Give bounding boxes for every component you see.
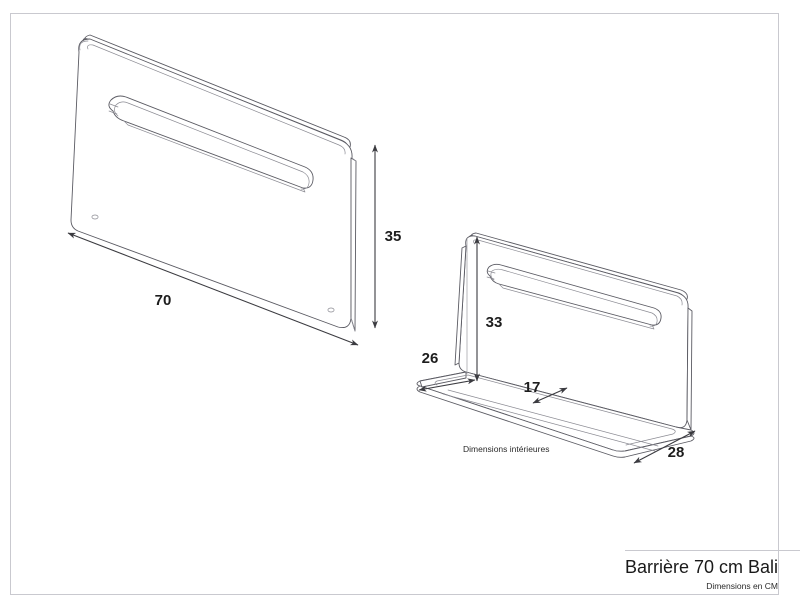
panel-inner-top-line: [87, 44, 346, 155]
handle-slot-rib-lower: [108, 110, 118, 115]
bracket-handle-slot-inner-wall: [490, 268, 658, 327]
dimension-line-26: [418, 378, 476, 392]
front-panel-view: 70 35: [67, 34, 402, 346]
base-plate-floor-line: [447, 389, 659, 447]
bracket-handle-slot-outer: [486, 263, 662, 326]
fixing-hole-left: [91, 214, 99, 220]
dimension-label-17: 17: [524, 379, 541, 396]
handle-slot-bottom-depth: [123, 120, 306, 193]
bracket-slot-rib-lower: [486, 276, 495, 280]
bracket-panel-left-edge: [454, 245, 467, 366]
side-bracket-view: 33 26 17 28 Dimensions intérieures: [416, 232, 696, 464]
dimension-label-35: 35: [385, 228, 402, 245]
handle-slot-outer: [108, 95, 314, 189]
title-divider: [624, 550, 800, 551]
dimension-label-26: 26: [422, 350, 439, 367]
panel-corner-topleft: [79, 40, 89, 51]
bracket-slot-bottom-depth: [498, 283, 655, 330]
dimension-label-28: 28: [668, 444, 685, 461]
bracket-slot-rib-upper: [487, 270, 496, 274]
title-block: Barrière 70 cm Bali Dimensions en CM: [624, 550, 800, 593]
drawing-title: Barrière 70 cm Bali: [624, 557, 778, 577]
dimension-line-28: [633, 430, 696, 464]
dimension-label-33: 33: [486, 314, 503, 331]
panel-right-edge-face: [350, 157, 357, 332]
bracket-panel-inner-top-line: [473, 239, 683, 306]
drawing-subtitle: Dimensions en CM: [706, 581, 778, 591]
base-corner-round-right: [612, 449, 626, 452]
base-plate-floor-line-2: [442, 393, 656, 452]
interior-dimensions-note: Dimensions intérieures: [463, 444, 549, 454]
panel-edge-fold-top: [351, 157, 357, 162]
dimension-line-70: [67, 232, 359, 346]
dimension-label-70: 70: [155, 292, 172, 309]
dimension-line-17: [532, 387, 568, 404]
handle-slot-rib-upper: [109, 103, 119, 108]
handle-slot-inner-wall: [114, 101, 310, 190]
bracket-panel-right-edge: [686, 307, 693, 431]
